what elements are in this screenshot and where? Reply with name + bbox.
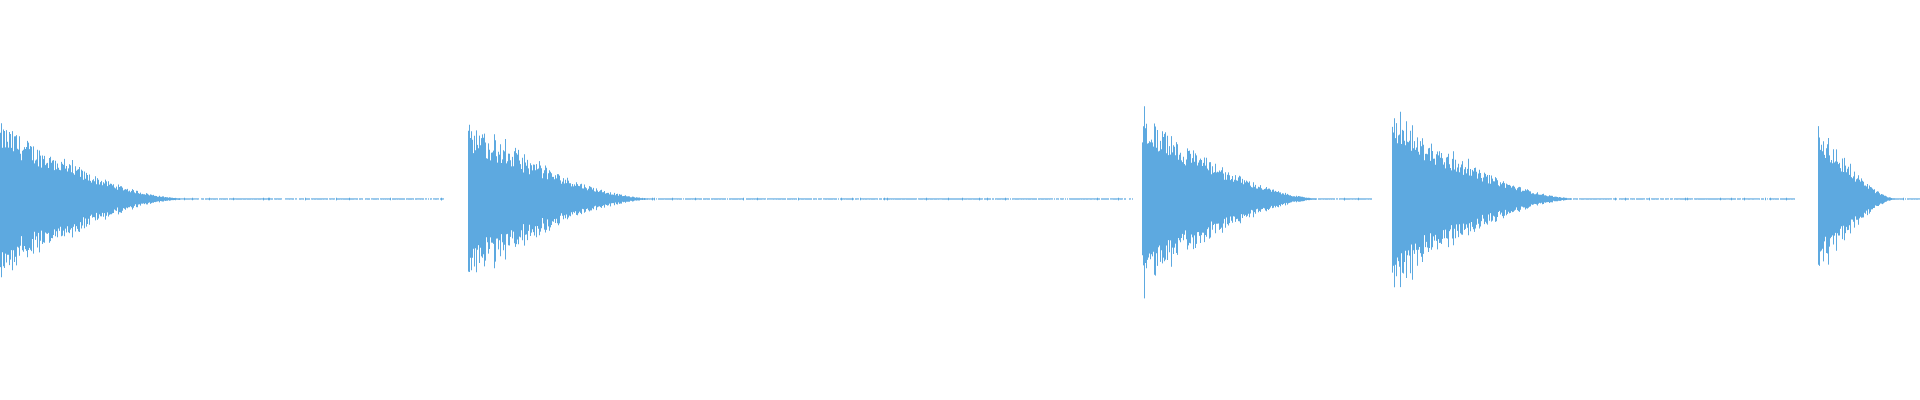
waveform-segment-1	[0, 123, 444, 278]
waveform-path-5	[1818, 126, 1920, 266]
waveform-segment-2	[468, 124, 1133, 273]
waveform-path-1	[0, 123, 444, 278]
waveform-segment-5	[1818, 126, 1920, 266]
waveform-path-3	[1142, 106, 1372, 299]
waveform-segment-3	[1142, 106, 1372, 299]
waveform-path-2	[468, 124, 1133, 273]
waveform-segment-4	[1392, 111, 1795, 288]
waveform-path-4	[1392, 111, 1795, 288]
